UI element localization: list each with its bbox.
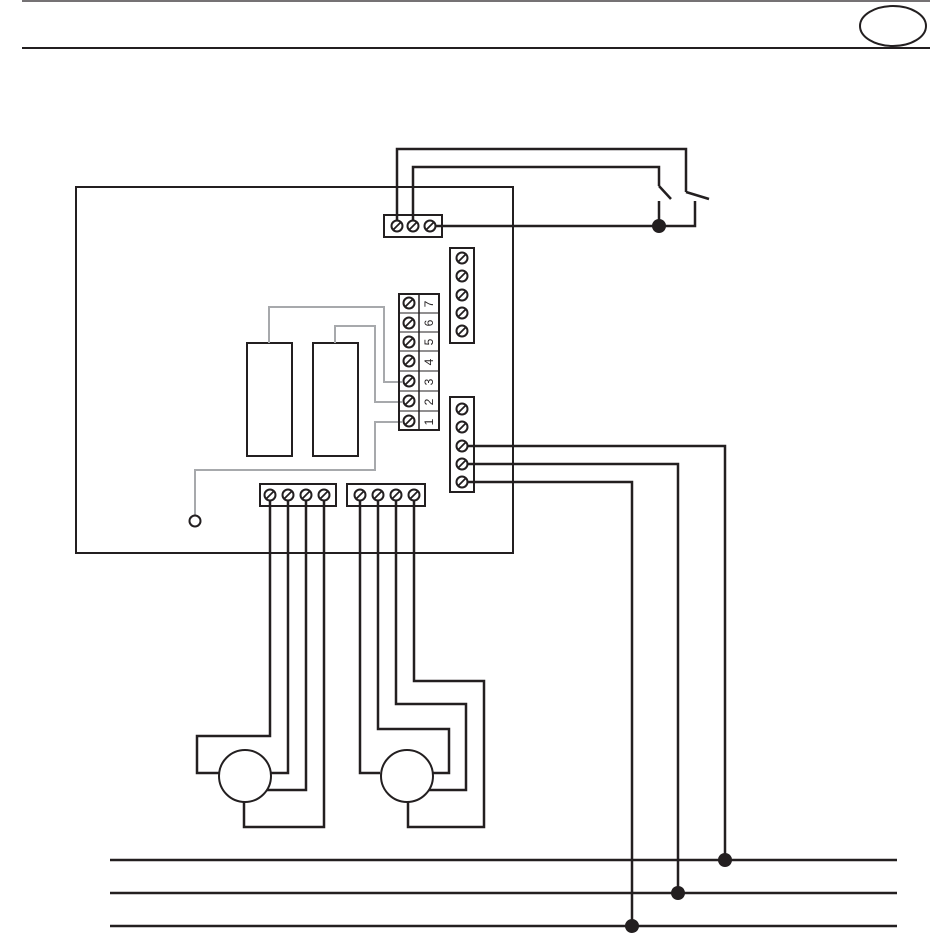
screw-numbered-3 (404, 376, 415, 387)
screw-motor-left-2 (283, 490, 294, 501)
screw-motor-right-4 (409, 490, 420, 501)
terminal-number-3: 3 (422, 378, 436, 385)
screw-numbered-4 (404, 356, 415, 367)
numbered-terminal-labels: 7 6 5 4 3 2 1 (422, 300, 436, 425)
screw-switch-2 (408, 221, 419, 232)
screw-upper-right-2 (457, 271, 468, 282)
motor-left-wire-2 (271, 495, 288, 773)
control-board (76, 187, 513, 553)
sensor-terminal (190, 516, 201, 527)
screw-upper-right-4 (457, 308, 468, 319)
motor-left-wire-3 (262, 495, 306, 790)
screw-supply-2 (457, 422, 468, 433)
screw-motor-left-4 (319, 490, 330, 501)
screw-numbered-5 (404, 337, 415, 348)
switch-wire-inner (413, 167, 659, 225)
screw-upper-right-5 (457, 326, 468, 337)
supply-wire-2 (462, 464, 678, 893)
screw-supply-4 (457, 459, 468, 470)
screw-motor-left-1 (265, 490, 276, 501)
grey-wire-relay-left (269, 307, 402, 382)
terminal-number-7: 7 (422, 300, 436, 307)
screw-upper-right-3 (457, 290, 468, 301)
relay-right (313, 343, 358, 456)
screw-motor-right-3 (391, 490, 402, 501)
terminal-number-6: 6 (422, 319, 436, 326)
motor-left (219, 750, 271, 802)
header-badge-oval (860, 6, 926, 46)
terminal-number-2: 2 (422, 398, 436, 405)
screw-numbered-7 (404, 298, 415, 309)
mains-junction-2 (671, 886, 685, 900)
screw-motor-right-2 (373, 490, 384, 501)
motor-right-wire-3 (396, 495, 466, 790)
grey-wire-sensor (195, 422, 402, 515)
switch-contact-1 (659, 186, 671, 199)
terminal-number-5: 5 (422, 338, 436, 345)
screw-numbered-6 (404, 318, 415, 329)
relay-left (247, 343, 292, 456)
screw-supply-3 (457, 441, 468, 452)
mains-junction-1 (718, 853, 732, 867)
motor-left-wire-1 (197, 495, 270, 773)
mains-junction-3 (625, 919, 639, 933)
screw-motor-left-3 (301, 490, 312, 501)
screw-supply-1 (457, 404, 468, 415)
screw-numbered-2 (404, 396, 415, 407)
screw-motor-right-1 (355, 490, 366, 501)
screw-numbered-1 (404, 416, 415, 427)
supply-wire-1 (462, 446, 725, 860)
terminal-number-1: 1 (422, 418, 436, 425)
switch-junction-dot (652, 219, 666, 233)
terminal-number-4: 4 (422, 358, 436, 365)
grey-wire-relay-right (335, 326, 402, 402)
screw-switch-3 (425, 221, 436, 232)
screw-switch-1 (392, 221, 403, 232)
terminal-screws (265, 221, 468, 501)
header-badge (860, 6, 926, 46)
motor-right (381, 750, 433, 802)
screw-supply-5 (457, 477, 468, 488)
switch-contact-2 (686, 192, 709, 199)
screw-upper-right-1 (457, 253, 468, 264)
